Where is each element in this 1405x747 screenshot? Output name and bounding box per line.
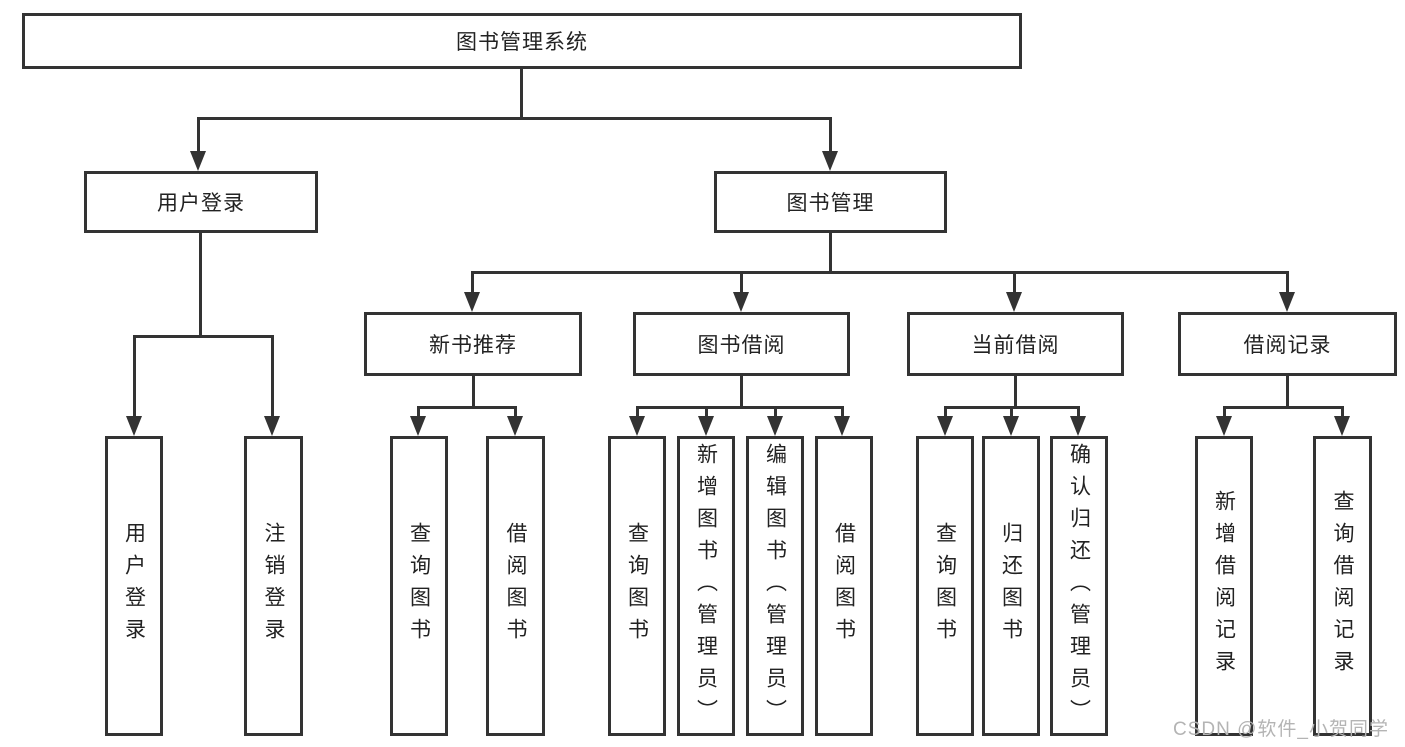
connector-line (197, 117, 200, 153)
arrowhead-down-icon (1003, 416, 1019, 436)
arrowhead-down-icon (1216, 416, 1232, 436)
node-new-books: 新书推荐 (364, 312, 582, 376)
connector-line (1286, 271, 1289, 295)
node-book-management: 图书管理 (714, 171, 947, 233)
arrowhead-down-icon (1334, 416, 1350, 436)
connector-line (417, 406, 420, 418)
connector-line (1223, 406, 1226, 418)
leaf-query-books-newbooks: 查询图书 (390, 436, 448, 736)
leaf-query-books-label: 查询图书 (933, 522, 957, 650)
connector-line (1223, 406, 1343, 409)
leaf-query-books-label: 查询图书 (625, 522, 649, 650)
connector-line (520, 69, 523, 117)
arrowhead-down-icon (1279, 292, 1295, 312)
arrowhead-down-icon (733, 292, 749, 312)
connector-line (636, 406, 844, 409)
leaf-logout: 注销登录 (244, 436, 303, 736)
leaf-query-borrow-record-label: 查询借阅记录 (1331, 490, 1354, 682)
leaf-edit-books-admin: 编辑图书（管理员） (746, 436, 804, 736)
arrowhead-down-icon (264, 416, 280, 436)
arrowhead-down-icon (190, 151, 206, 171)
leaf-query-books-current: 查询图书 (916, 436, 974, 736)
connector-line (471, 271, 1288, 274)
leaf-borrow-books-label: 借阅图书 (504, 522, 527, 650)
connector-line (944, 406, 947, 418)
connector-line (774, 406, 777, 418)
leaf-query-books-label: 查询图书 (407, 522, 431, 650)
connector-line (705, 406, 708, 418)
connector-line (271, 335, 274, 417)
arrowhead-down-icon (126, 416, 142, 436)
node-root-label: 图书管理系统 (456, 31, 588, 54)
arrowhead-down-icon (1006, 292, 1022, 312)
leaf-confirm-return-admin: 确认归还（管理员） (1050, 436, 1108, 736)
connector-line (1286, 376, 1289, 406)
leaf-user-login-label: 用户登录 (122, 522, 146, 650)
connector-line (471, 271, 474, 295)
connector-line (514, 406, 517, 418)
leaf-confirm-return-admin-label: 确认归还（管理员） (1067, 443, 1091, 731)
node-borrow-records-label: 借阅记录 (1243, 334, 1332, 357)
node-root: 图书管理系统 (22, 13, 1022, 69)
node-current-borrow-label: 当前借阅 (971, 334, 1060, 357)
connector-line (841, 406, 844, 418)
node-borrow-records: 借阅记录 (1178, 312, 1397, 376)
connector-line (1010, 406, 1013, 418)
leaf-borrow-books-label: 借阅图书 (832, 522, 856, 650)
node-book-borrow: 图书借阅 (633, 312, 850, 376)
arrowhead-down-icon (698, 416, 714, 436)
connector-line (740, 376, 743, 406)
watermark: CSDN @软件_小贺同学 (1173, 719, 1389, 740)
arrowhead-down-icon (822, 151, 838, 171)
arrowhead-down-icon (767, 416, 783, 436)
connector-line (636, 406, 639, 418)
leaf-user-login: 用户登录 (105, 436, 163, 736)
arrowhead-down-icon (1070, 416, 1086, 436)
node-user-login-label: 用户登录 (157, 192, 245, 215)
leaf-return-books-label: 归还图书 (999, 522, 1023, 650)
leaf-return-books: 归还图书 (982, 436, 1040, 736)
node-user-login: 用户登录 (84, 171, 318, 233)
connector-line (829, 117, 832, 153)
leaf-add-books-admin: 新增图书（管理员） (677, 436, 735, 736)
connector-line (1341, 406, 1344, 418)
arrowhead-down-icon (464, 292, 480, 312)
connector-line (472, 376, 475, 406)
connector-line (199, 233, 202, 335)
arrowhead-down-icon (507, 416, 523, 436)
connector-line (1077, 406, 1080, 418)
leaf-add-borrow-record: 新增借阅记录 (1195, 436, 1253, 736)
connector-line (1013, 271, 1016, 295)
leaf-query-books-borrow: 查询图书 (608, 436, 666, 736)
leaf-add-books-admin-label: 新增图书（管理员） (694, 443, 718, 731)
connector-line (417, 406, 517, 409)
leaf-query-borrow-record: 查询借阅记录 (1313, 436, 1372, 736)
arrowhead-down-icon (937, 416, 953, 436)
connector-line (829, 233, 832, 273)
arrowhead-down-icon (410, 416, 426, 436)
node-book-borrow-label: 图书借阅 (697, 334, 786, 357)
connector-line (1014, 376, 1017, 406)
leaf-borrow-books: 借阅图书 (815, 436, 873, 736)
connector-line (133, 335, 274, 338)
arrowhead-down-icon (834, 416, 850, 436)
node-current-borrow: 当前借阅 (907, 312, 1124, 376)
connector-line (197, 117, 832, 120)
leaf-add-borrow-record-label: 新增借阅记录 (1212, 490, 1236, 682)
leaf-edit-books-admin-label: 编辑图书（管理员） (763, 443, 787, 731)
node-book-management-label: 图书管理 (786, 192, 875, 215)
connector-line (740, 271, 743, 295)
connector-line (133, 335, 136, 417)
leaf-borrow-books-newbooks: 借阅图书 (486, 436, 545, 736)
arrowhead-down-icon (629, 416, 645, 436)
node-new-books-label: 新书推荐 (429, 334, 517, 357)
leaf-logout-label: 注销登录 (262, 522, 285, 650)
